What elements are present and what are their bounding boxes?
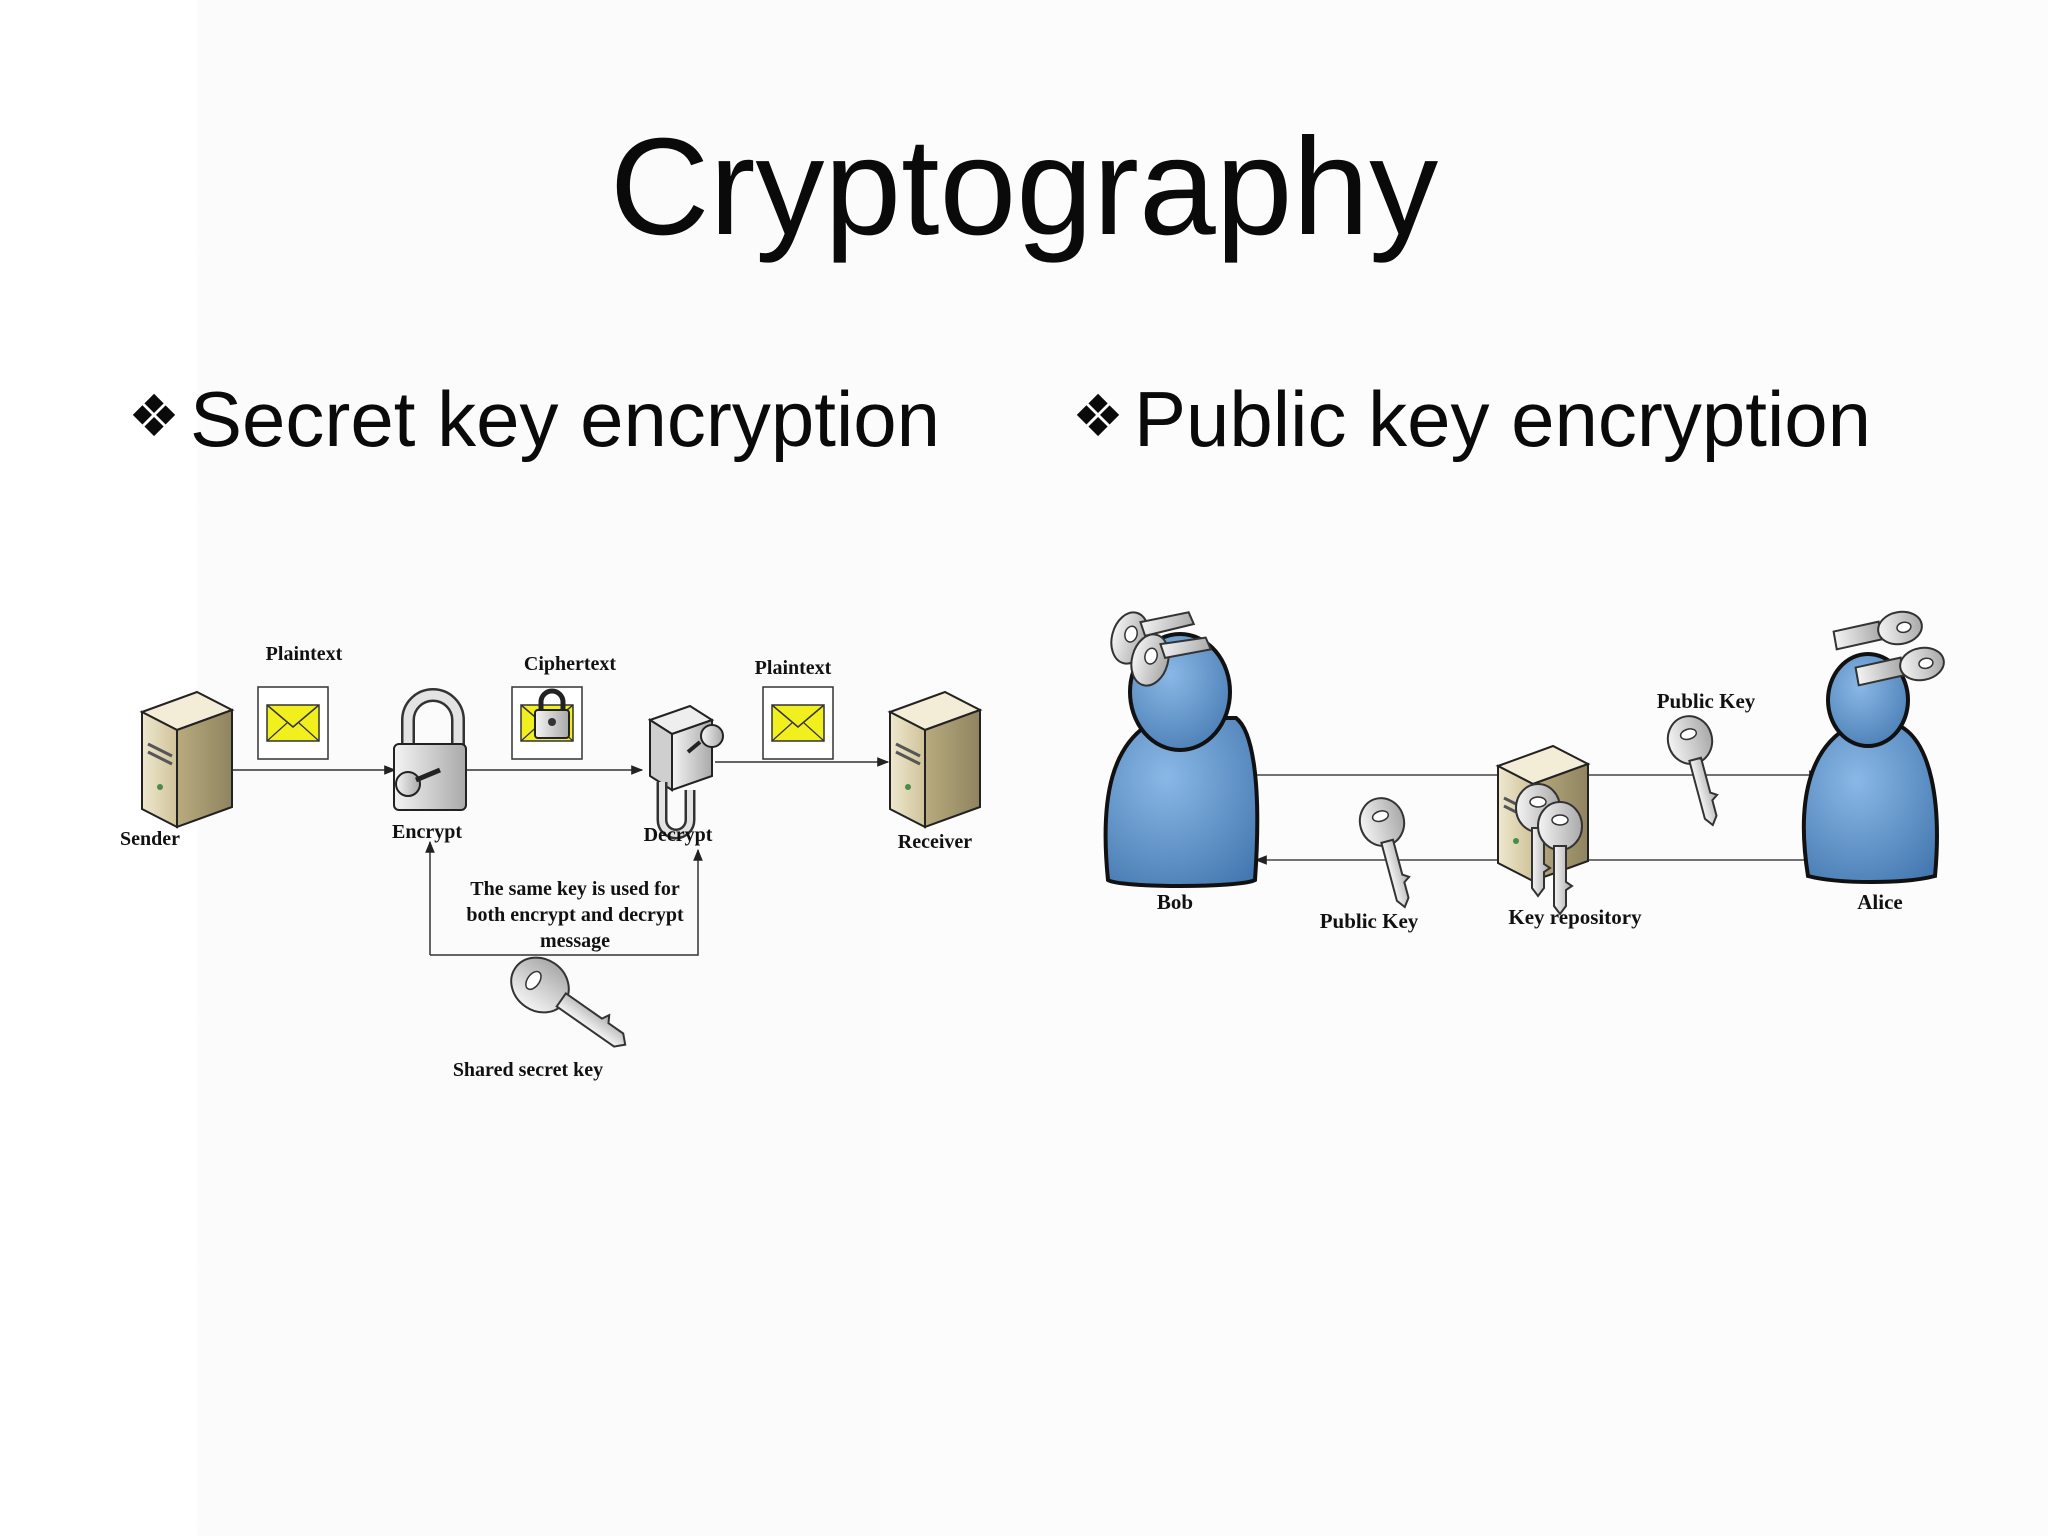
bullet-secret-key: ❖ Secret key encryption — [128, 380, 940, 458]
label-ciphertext: Ciphertext — [524, 653, 617, 675]
label-plaintext: Plaintext — [755, 657, 832, 679]
bob-person-icon — [1103, 632, 1260, 888]
label-decrypt: Decrypt — [644, 824, 713, 846]
label-alice: Alice — [1857, 890, 1902, 914]
bullet-secret-key-text: Secret key encryption — [190, 375, 941, 463]
diamond-bullet-icon: ❖ — [128, 382, 180, 450]
receiver-server-icon — [888, 690, 982, 829]
label-plaintext: Plaintext — [266, 643, 343, 665]
small-lock-icon — [534, 688, 570, 739]
bob-keys-icon — [1110, 611, 1213, 687]
label-receiver: Receiver — [898, 831, 973, 853]
decrypt-padlock-icon — [647, 704, 724, 840]
label-sender: Sender — [120, 828, 180, 850]
secret-key-diagram: Plaintext Ciphertext Plaintext Sender En… — [120, 643, 982, 1081]
slide-title: Cryptography — [609, 110, 1439, 264]
label-bob: Bob — [1157, 890, 1193, 914]
note-line-1: The same key is used for — [470, 878, 680, 900]
label-key-repository: Key repository — [1508, 905, 1642, 929]
bullet-public-key: ❖ Public key encryption — [1072, 380, 1871, 458]
label-public-key-bottom: Public Key — [1320, 909, 1419, 933]
shared-secret-key-icon — [510, 956, 627, 1048]
public-key-icon — [1353, 792, 1428, 914]
label-public-key-top: Public Key — [1657, 689, 1756, 713]
alice-keys-icon — [1832, 610, 1945, 687]
public-key-diagram: Bob Alice Public Key Public Key Key repo… — [1103, 610, 1945, 933]
alice-person-icon — [1801, 652, 1939, 884]
note-line-2: both encrypt and decrypt — [466, 904, 684, 926]
note-line-3: message — [540, 930, 610, 952]
label-encrypt: Encrypt — [392, 821, 462, 843]
encrypt-padlock-icon — [393, 688, 467, 811]
label-shared-secret-key: Shared secret key — [453, 1059, 603, 1081]
plaintext-envelope-icon — [762, 686, 834, 760]
diamond-bullet-icon: ❖ — [1072, 382, 1124, 450]
arrow-key-to-decrypt — [430, 848, 703, 956]
public-key-icon — [1661, 710, 1736, 832]
sender-server-icon — [140, 690, 234, 829]
bullet-public-key-text: Public key encryption — [1134, 375, 1872, 463]
plaintext-envelope-icon — [257, 686, 329, 760]
